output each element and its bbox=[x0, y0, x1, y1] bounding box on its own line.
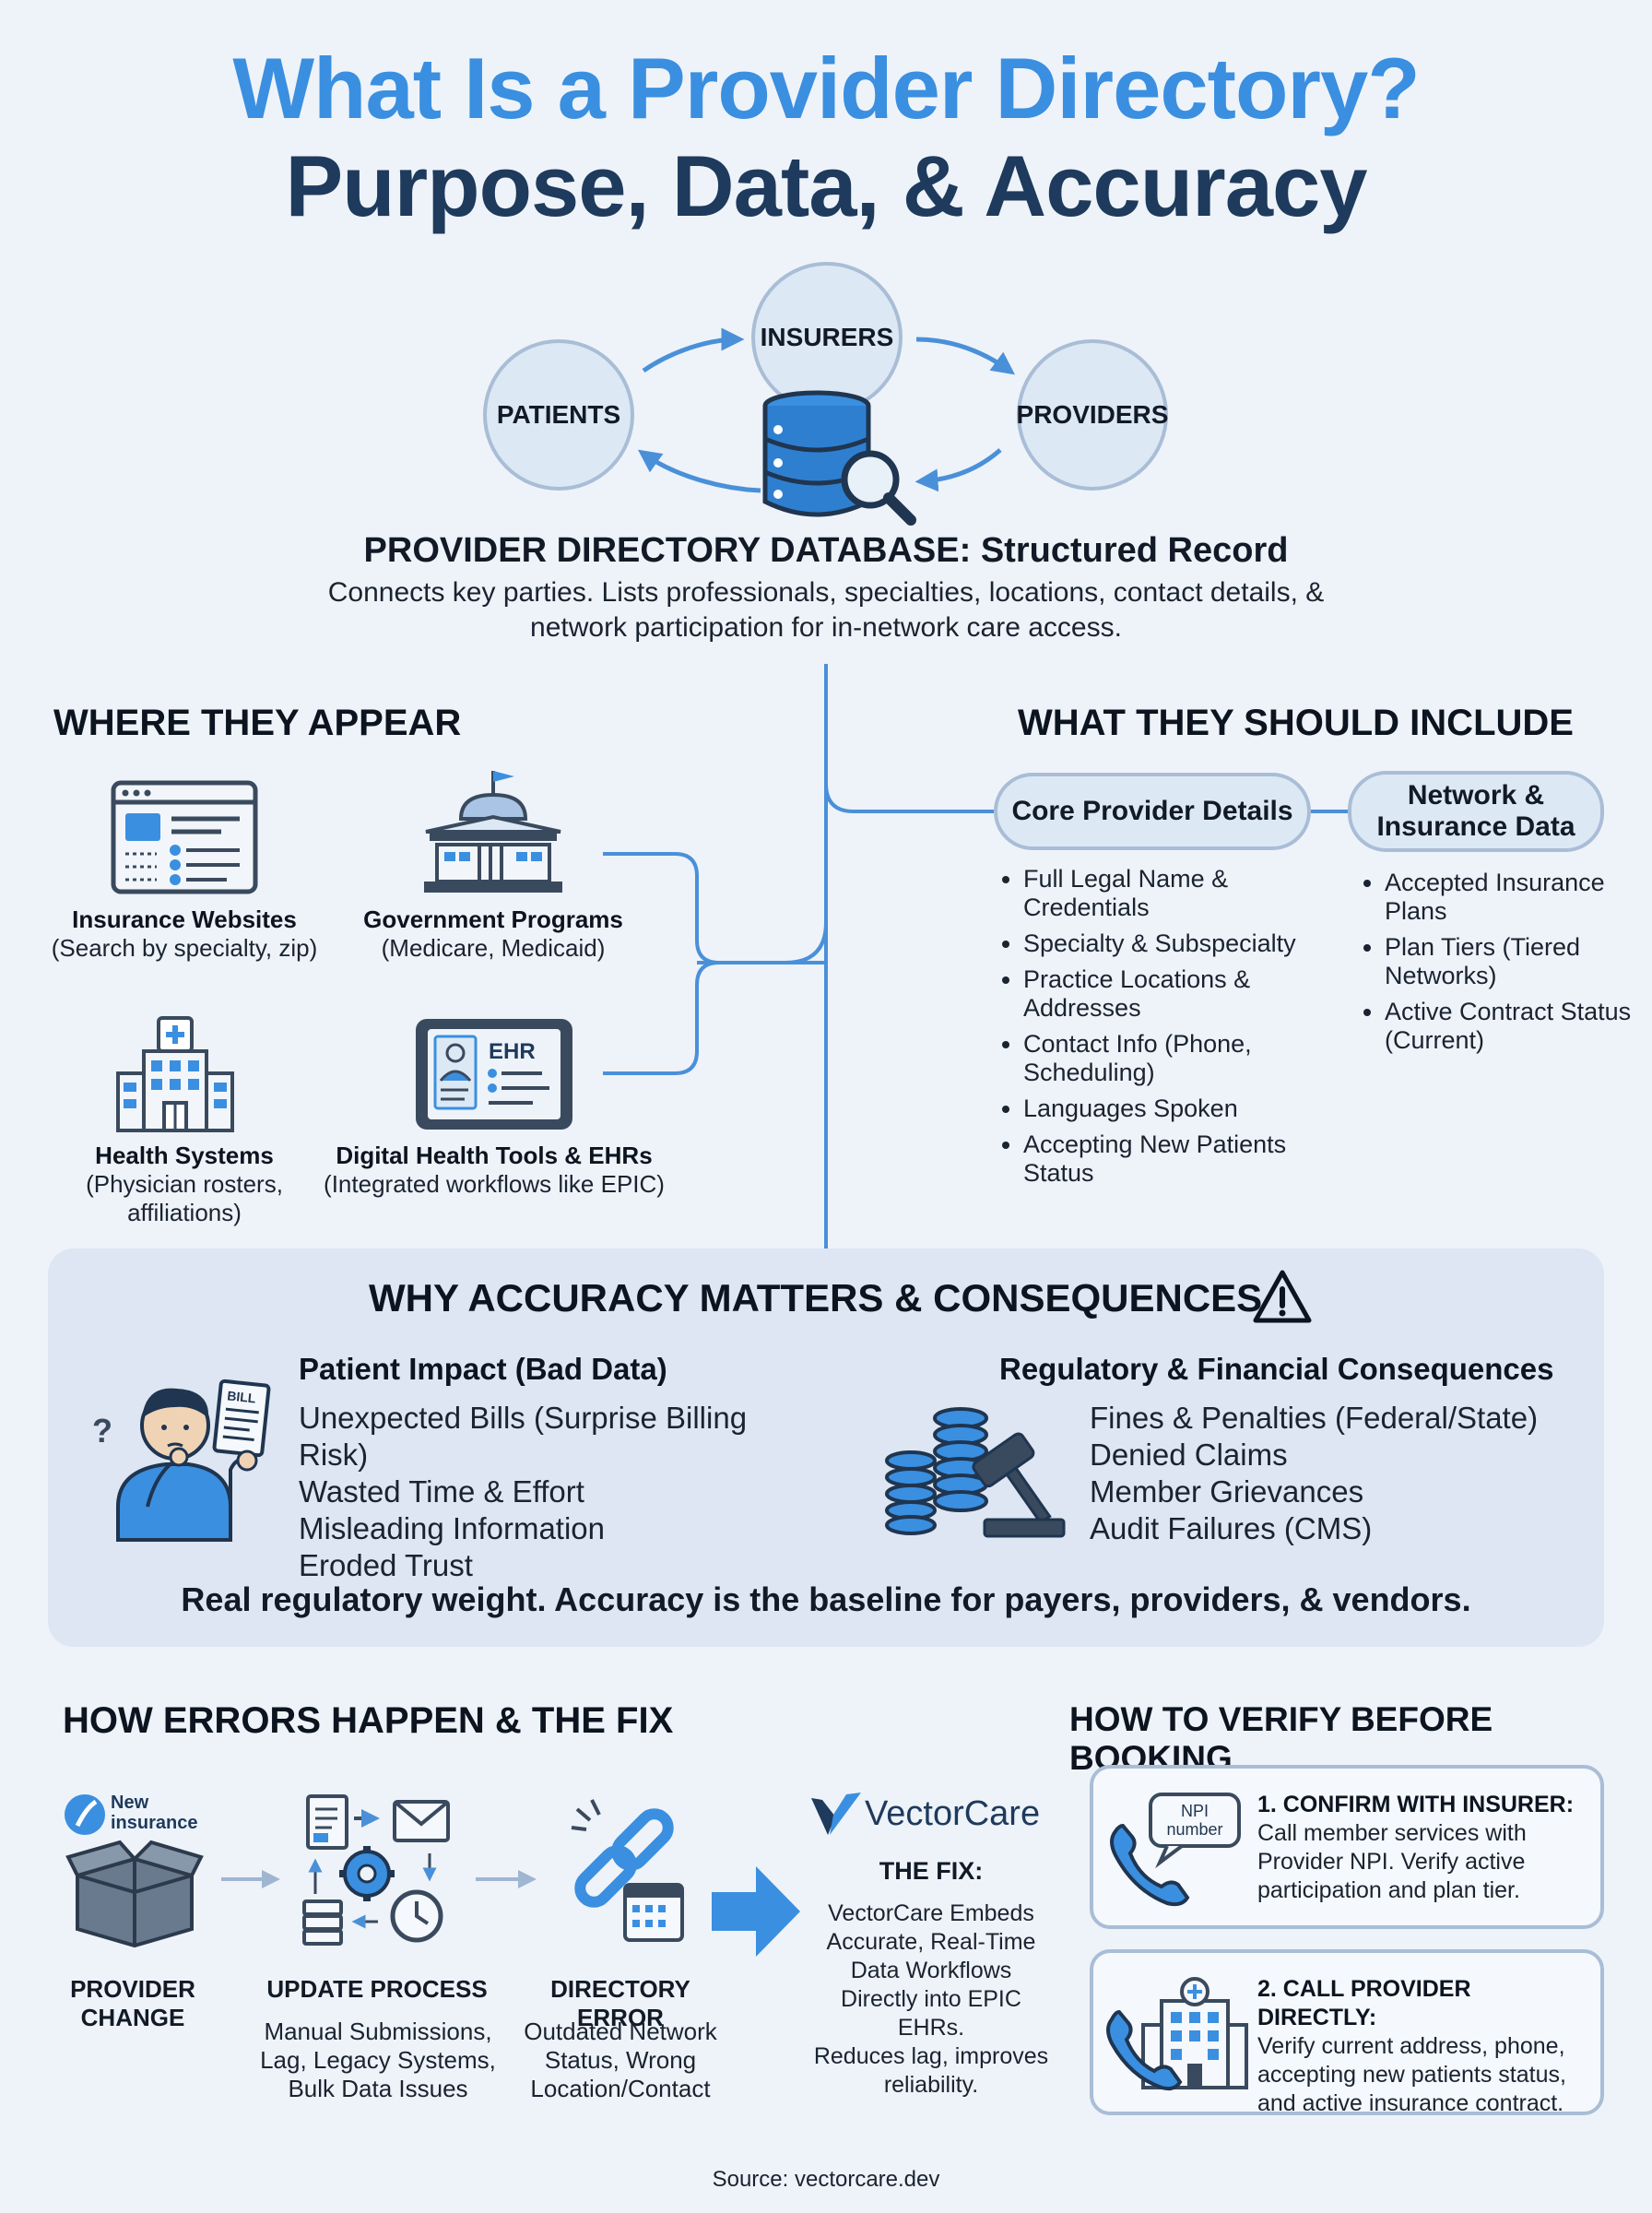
browser-icon bbox=[111, 780, 258, 894]
list-item: Fines & Penalties (Federal/State) bbox=[1090, 1401, 1539, 1435]
list-item: Active Contract Status (Current) bbox=[1385, 998, 1634, 1055]
bill-label: BILL bbox=[227, 1388, 257, 1405]
list-item: Unexpected Bills (Surprise Billing Risk) bbox=[299, 1401, 748, 1472]
database-title: PROVIDER DIRECTORY DATABASE: Structured … bbox=[363, 531, 1289, 570]
source-credit: Source: vectorcare.dev bbox=[712, 2167, 940, 2192]
npi-label-1: NPI bbox=[1181, 1802, 1209, 1820]
svg-text:?: ? bbox=[92, 1412, 112, 1450]
step-provider-change: PROVIDER CHANGE bbox=[70, 1975, 195, 2031]
errors-heading: HOW ERRORS HAPPEN & THE FIX bbox=[63, 1700, 674, 1741]
title-line-2: Purpose, Data, & Accuracy bbox=[285, 137, 1367, 234]
list-item: Accepting New Patients Status bbox=[1023, 1130, 1355, 1188]
list-item: Plan Tiers (Tiered Networks) bbox=[1385, 933, 1634, 990]
fix-arrow-icon bbox=[712, 1866, 800, 1957]
package-box-icon bbox=[65, 1840, 204, 1948]
regulatory-list: Fines & Penalties (Federal/State) Denied… bbox=[1090, 1400, 1587, 1547]
patient-impact-title: Patient Impact (Bad Data) bbox=[299, 1352, 667, 1386]
list-item: Denied Claims bbox=[1090, 1438, 1288, 1472]
list-item: Specialty & Subspecialty bbox=[1023, 929, 1355, 958]
include-heading: WHAT THEY SHOULD INCLUDE bbox=[1018, 703, 1574, 743]
core-details-list: Full Legal Name & Credentials Specialty … bbox=[996, 865, 1355, 1195]
database-search-icon bbox=[762, 390, 916, 526]
step-update-process: UPDATE PROCESS bbox=[266, 1975, 488, 2003]
step-directory-error: DIRECTORY ERROR bbox=[550, 1975, 690, 2031]
list-item: Audit Failures (CMS) bbox=[1090, 1511, 1373, 1545]
verify-step-2-text: 2. CALL PROVIDER DIRECTLY:Verify current… bbox=[1257, 1976, 1566, 2116]
vectorcare-brand: VectorCare bbox=[865, 1794, 1041, 1833]
list-item: Accepted Insurance Plans bbox=[1385, 869, 1634, 926]
warning-icon bbox=[1253, 1270, 1312, 1323]
insurance-logo-icon bbox=[65, 1794, 105, 1835]
list-item: Wasted Time & Effort bbox=[299, 1474, 584, 1509]
logo-line-2: insurance bbox=[111, 1813, 198, 1833]
list-item: Misleading Information bbox=[299, 1511, 605, 1545]
tablet-ehr-icon: EHR bbox=[416, 1019, 572, 1130]
arrow-db-to-patients bbox=[637, 449, 761, 493]
broken-link-icon bbox=[571, 1799, 684, 1942]
database-description: Connects key parties. Lists professional… bbox=[327, 577, 1325, 643]
where-item-digital-health-tools: Digital Health Tools & EHRs(Integrated w… bbox=[324, 1142, 665, 1198]
hospital-icon bbox=[116, 1016, 234, 1132]
update-process-icon bbox=[302, 1794, 450, 1946]
fix-title: THE FIX: bbox=[879, 1857, 984, 1885]
vectorcare-logo-icon bbox=[811, 1793, 861, 1835]
where-heading: WHERE THEY APPEAR bbox=[53, 703, 462, 743]
where-item-health-systems: Health Systems(Physician rosters, affili… bbox=[86, 1142, 283, 1226]
title-line-1: What Is a Provider Directory? bbox=[232, 40, 1420, 136]
hub-providers: PROVIDERS bbox=[1017, 339, 1168, 491]
arrow-insurers-to-providers bbox=[915, 337, 1016, 375]
list-item: Contact Info (Phone, Scheduling) bbox=[1023, 1030, 1355, 1087]
verify-step-1-text: 1. CONFIRM WITH INSURER:Call member serv… bbox=[1257, 1792, 1575, 1903]
arrow-providers-to-db bbox=[914, 448, 1002, 492]
logo-line-1: New bbox=[111, 1793, 149, 1813]
phone-hospital-icon bbox=[1106, 1977, 1248, 2091]
core-details-pill: Core Provider Details bbox=[994, 773, 1311, 850]
regulatory-title: Regulatory & Financial Consequences bbox=[999, 1352, 1554, 1386]
network-data-list: Accepted Insurance Plans Plan Tiers (Tie… bbox=[1357, 869, 1634, 1062]
step-update-process-desc: Manual Submissions, Lag, Legacy Systems,… bbox=[260, 2018, 496, 2102]
government-building-icon bbox=[424, 771, 562, 893]
network-data-pill: Network & Insurance Data bbox=[1348, 771, 1604, 852]
fix-description: VectorCare Embeds Accurate, Real-Time Da… bbox=[813, 1900, 1049, 2098]
list-item: Practice Locations & Addresses bbox=[1023, 965, 1355, 1023]
list-item: Languages Spoken bbox=[1023, 1095, 1355, 1123]
where-item-government-programs: Government Programs(Medicare, Medicaid) bbox=[363, 905, 623, 962]
accuracy-heading: WHY ACCURACY MATTERS & CONSEQUENCES bbox=[369, 1276, 1263, 1320]
accuracy-tagline: Real regulatory weight. Accuracy is the … bbox=[181, 1580, 1471, 1618]
accuracy-panel bbox=[48, 1249, 1604, 1647]
arrow-patients-to-insurers bbox=[642, 327, 745, 373]
coins-gavel-icon bbox=[885, 1407, 1066, 1538]
where-item-insurance-websites: Insurance Websites(Search by specialty, … bbox=[51, 905, 318, 962]
list-item: Member Grievances bbox=[1090, 1474, 1364, 1509]
phone-npi-icon: NPI number bbox=[1110, 1793, 1241, 1907]
ehr-label: EHR bbox=[489, 1039, 536, 1064]
hub-patients: PATIENTS bbox=[483, 339, 634, 491]
npi-label-2: number bbox=[1166, 1820, 1222, 1839]
confused-patient-icon: ? BILL bbox=[92, 1379, 271, 1542]
list-item: Eroded Trust bbox=[299, 1548, 473, 1582]
vectorcare-logo: VectorCare bbox=[808, 1787, 1056, 1842]
list-item: Full Legal Name & Credentials bbox=[1023, 865, 1355, 922]
step-directory-error-desc: Outdated Network Status, Wrong Location/… bbox=[524, 2018, 717, 2102]
patient-impact-list: Unexpected Bills (Surprise Billing Risk)… bbox=[299, 1400, 815, 1584]
